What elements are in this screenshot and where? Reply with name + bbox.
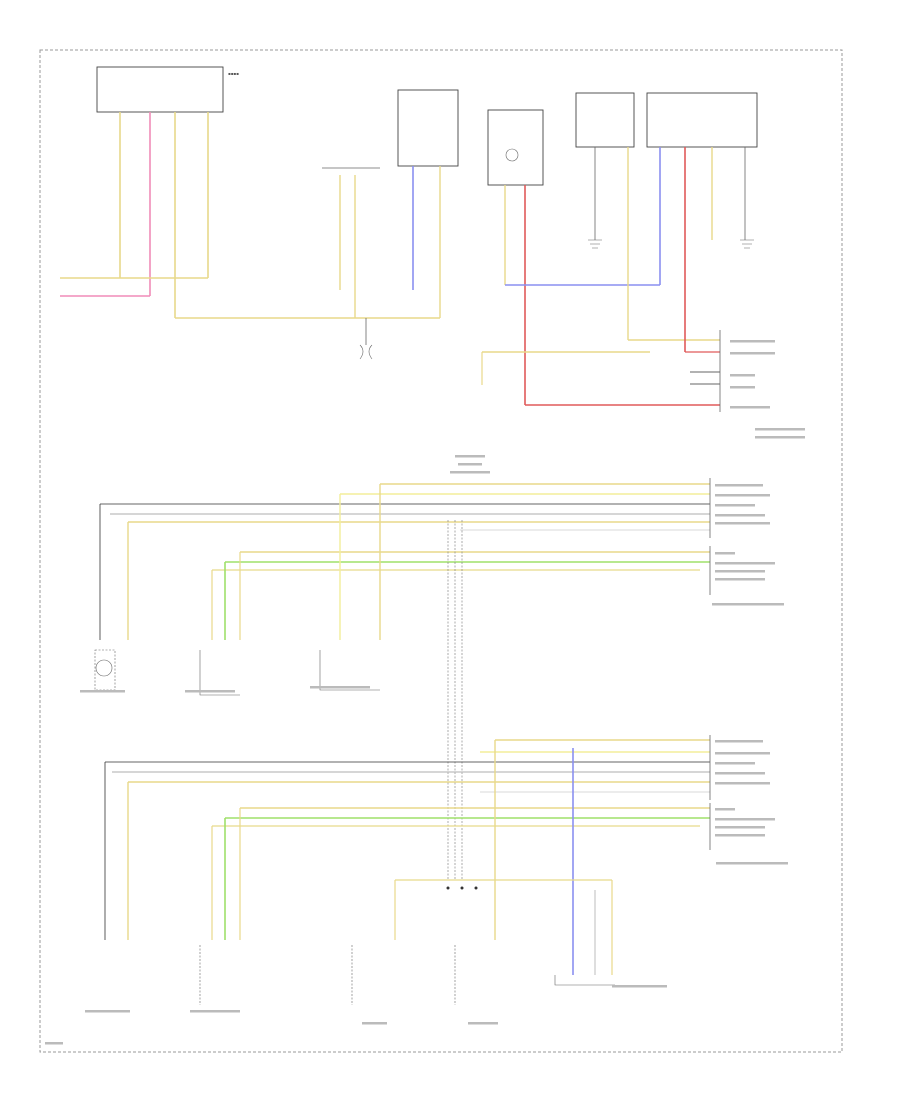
ground-symbols-top — [359, 239, 754, 360]
bottom-wires — [104, 735, 711, 975]
diagram-frame — [39, 49, 843, 1053]
bottom-components — [199, 886, 615, 1005]
module-box-top-left — [96, 66, 224, 113]
top-wires — [60, 112, 746, 412]
connector-box — [487, 109, 544, 186]
switch-box-right-2 — [646, 92, 758, 148]
module-label: ▪▪▪▪ — [228, 71, 239, 76]
relay-box — [397, 89, 459, 167]
connector-symbol — [505, 148, 519, 162]
switch-box-right-1 — [575, 92, 635, 148]
mid-wires — [99, 478, 711, 880]
illegible-label-marks — [45, 340, 805, 1045]
